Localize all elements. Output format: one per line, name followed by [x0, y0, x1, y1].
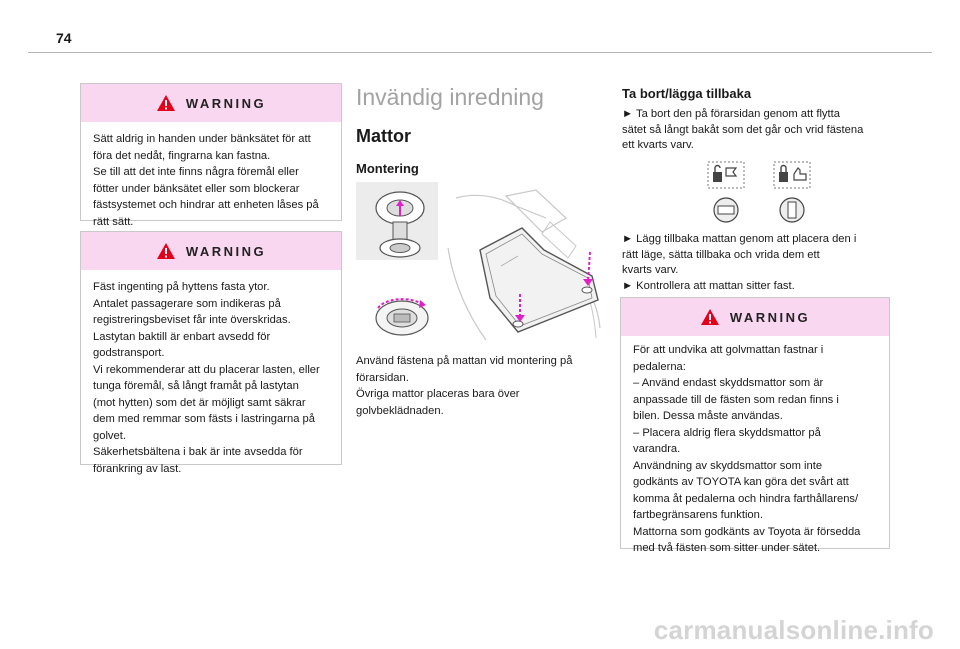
warning-line: golvet. [93, 429, 126, 442]
warning-line: bilen. Dessa måste användas. [633, 410, 783, 422]
warning-line: Vi rekommenderar att du placerar lasten,… [93, 363, 320, 376]
warning-line: Se till att det inte finns några föremål… [93, 166, 299, 178]
warning-triangle-icon [700, 309, 719, 325]
remove-instruction: sätet så långt bakåt som det går och vri… [622, 123, 864, 136]
fastener-open-icon [713, 197, 739, 223]
section-heading: Mattor [356, 126, 411, 146]
watermark: carmanualsonline.info [653, 615, 934, 645]
chapter-heading: Invändig inredning [356, 84, 544, 110]
warning-line: anpassade till de fästen som redan finns… [633, 393, 839, 406]
warning-line: tunga föremål, så långt framåt på lastyt… [93, 380, 299, 392]
warning-line: Lastytan baktill är enbart avsedd för [93, 330, 271, 343]
warning-line: med två fästen som sitter under sätet. [633, 542, 821, 554]
warning-line: – Placera aldrig flera skyddsmattor på [633, 426, 821, 439]
warning-header: WARNING [81, 84, 341, 122]
warning-header: WARNING [81, 232, 341, 270]
fastener-lock-icons [700, 160, 820, 224]
warning-line: Mattorna som godkänts av Toyota är förse… [633, 525, 861, 538]
warning-box-3: WARNING För att undvika att golvmattan f… [620, 297, 890, 554]
warning-line: rätt sätt. [93, 215, 134, 228]
warning-box-1: WARNING Sätt aldrig in handen under bänk… [80, 83, 342, 228]
remove-refit-heading: Ta bort/lägga tillbaka [622, 86, 752, 101]
warning-line: föra det nedåt, fingrarna kan fastna. [93, 149, 271, 162]
warning-line: fötter under bänksätet eller som blocker… [93, 182, 300, 195]
warning-line: fartbegränsarens funktion. [633, 509, 763, 521]
middle-column: Invändig inredning Mattor Montering [356, 84, 596, 176]
warning-text: För att undvika att golvmattan fastnar i… [621, 336, 889, 557]
warning-line: (mot hytten) som det är möjligt samt säk… [93, 396, 306, 409]
refit-instructions: ► Lägg tillbaka mattan genom att placera… [622, 232, 890, 294]
warning-line: Användning av skyddsmattor som inte [633, 459, 823, 472]
fastener-illustration [356, 182, 438, 342]
warning-box-2: WARNING Fäst ingenting på hyttens fasta … [80, 231, 342, 475]
warning-triangle-icon [156, 243, 175, 259]
top-rule [28, 52, 932, 53]
warning-title: WARNING [729, 309, 811, 325]
unlocked-padlock-icon [707, 161, 745, 189]
fastener-closed-icon [779, 197, 805, 223]
warning-line: godstransport. [93, 347, 165, 359]
warning-title: WARNING [185, 95, 267, 111]
warning-line: godkänts av TOYOTA kan göra det svårt at… [633, 476, 849, 488]
page-number: 74 [56, 30, 72, 46]
warning-text: Sätt aldrig in handen under bänksätet fö… [81, 122, 341, 230]
subsection-heading: Montering [356, 161, 419, 176]
warning-line: pedalerna: [633, 360, 686, 373]
warning-line: dem med remmar som fästs i lastringarna … [93, 413, 315, 425]
warning-line: För att undvika att golvmattan fastnar i [633, 344, 824, 356]
caption-line: golvbeklädnaden. [356, 404, 444, 417]
refit-instruction: ► Lägg tillbaka mattan genom att placera… [622, 233, 857, 245]
check-instruction: ► Kontrollera att mattan sitter fast. [622, 279, 795, 292]
floor-mat-illustration [446, 188, 604, 342]
mounting-caption: Använd fästena på mattan vid montering p… [356, 353, 601, 419]
warning-line: registreringsbeviset får inte överskrida… [93, 314, 291, 326]
warning-title: WARNING [185, 243, 267, 259]
warning-line: Sätt aldrig in handen under bänksätet fö… [93, 133, 311, 145]
caption-line: förarsidan. [356, 371, 409, 384]
refit-instruction: kvarts varv. [622, 264, 679, 276]
warning-line: Fäst ingenting på hyttens fasta ytor. [93, 281, 270, 293]
remove-instruction: ► Ta bort den på förarsidan genom att fl… [622, 108, 840, 120]
caption-line: Använd fästena på mattan vid montering p… [356, 355, 573, 367]
warning-line: fästsystemet och hindrar att enheten lås… [93, 199, 319, 211]
warning-line: förankring av last. [93, 462, 182, 475]
right-column: Ta bort/lägga tillbaka ► Ta bort den på … [622, 86, 890, 154]
caption-line: Övriga mattor placeras bara över [356, 388, 520, 400]
warning-text: Fäst ingenting på hyttens fasta ytor. An… [81, 270, 341, 477]
warning-line: – Använd endast skyddsmattor som är [633, 377, 824, 389]
warning-line: Säkerhetsbältena i bak är inte avsedda f… [93, 446, 303, 458]
warning-line: komma åt pedalerna och hindra farthållar… [633, 492, 859, 505]
remove-instruction: ett kvarts varv. [622, 139, 694, 151]
warning-line: Antalet passagerare som indikeras på [93, 297, 281, 310]
refit-instruction: rätt läge, sätta tillbaka och vrida dem … [622, 248, 820, 261]
warning-line: varandra. [633, 443, 681, 455]
warning-triangle-icon [156, 95, 175, 111]
locked-padlock-icon [773, 161, 811, 189]
warning-header: WARNING [621, 298, 889, 336]
